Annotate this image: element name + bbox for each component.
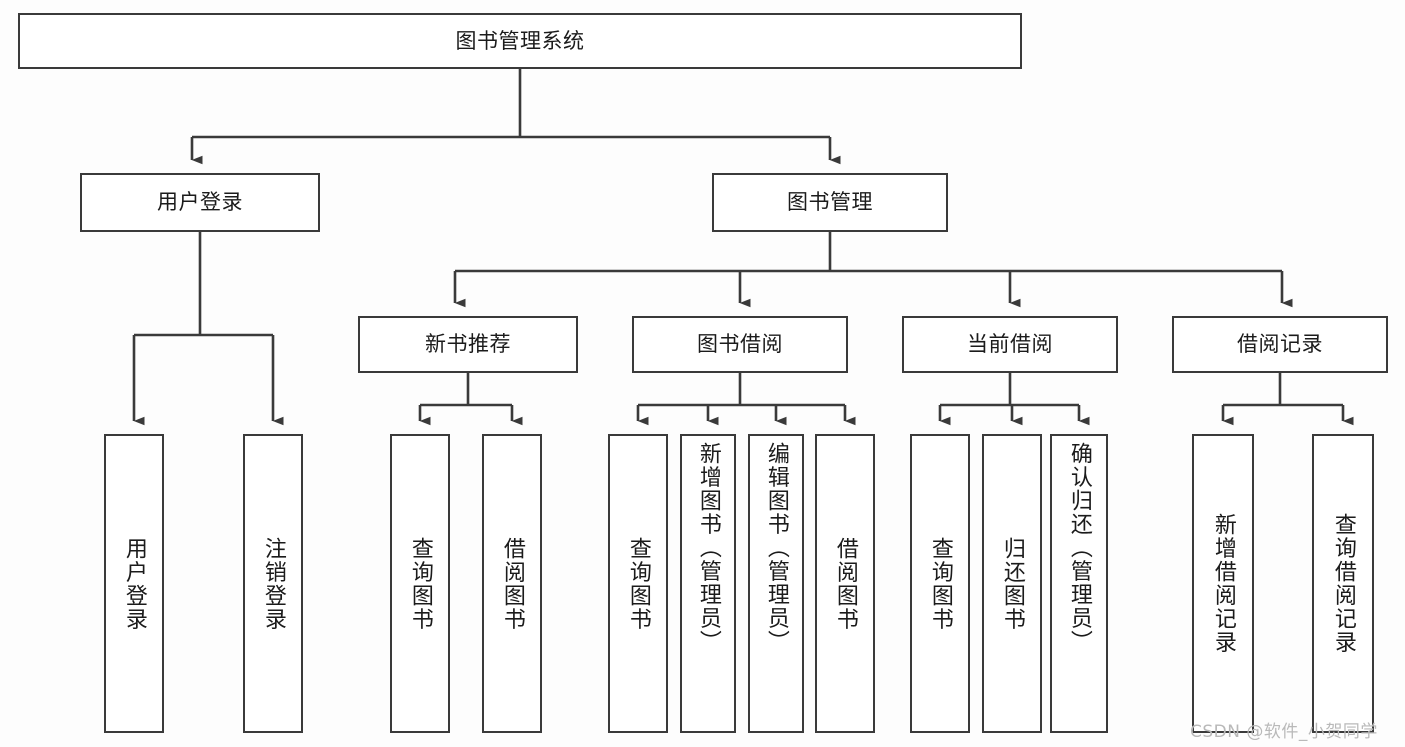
node-new-book-recommend[interactable]: 新书推荐 <box>358 316 578 373</box>
leaf-confirm-return-admin-label: 确认归还（管理员） <box>1066 442 1092 654</box>
node-borrow-record[interactable]: 借阅记录 <box>1172 316 1388 373</box>
node-book-management[interactable]: 图书管理 <box>712 173 948 232</box>
leaf-add-borrow-record-label: 新增借阅记录 <box>1210 513 1236 654</box>
leaf-query-borrow-record[interactable]: 查询借阅记录 <box>1312 434 1374 733</box>
leaf-add-book-admin-label: 新增图书（管理员） <box>695 442 721 654</box>
leaf-recommend-borrow-book[interactable]: 借阅图书 <box>482 434 542 733</box>
leaf-confirm-return-admin[interactable]: 确认归还（管理员） <box>1050 434 1108 733</box>
leaf-return-book-label: 归还图书 <box>999 536 1025 631</box>
leaf-user-login-label: 用户登录 <box>121 536 147 631</box>
node-root[interactable]: 图书管理系统 <box>18 13 1022 69</box>
node-book-borrow-label: 图书借阅 <box>697 332 783 357</box>
node-user-login-label: 用户登录 <box>157 190 243 215</box>
node-new-book-recommend-label: 新书推荐 <box>425 332 511 357</box>
node-user-login[interactable]: 用户登录 <box>80 173 320 232</box>
leaf-borrow-query-book-label: 查询图书 <box>625 536 651 631</box>
leaf-borrow-query-book[interactable]: 查询图书 <box>608 434 668 733</box>
leaf-add-borrow-record[interactable]: 新增借阅记录 <box>1192 434 1254 733</box>
leaf-query-borrow-record-label: 查询借阅记录 <box>1330 513 1356 654</box>
leaf-user-logout-label: 注销登录 <box>260 536 286 631</box>
leaf-recommend-borrow-book-label: 借阅图书 <box>499 536 525 631</box>
leaf-edit-book-admin-label: 编辑图书（管理员） <box>763 442 789 654</box>
node-root-label: 图书管理系统 <box>455 28 585 53</box>
leaf-return-book[interactable]: 归还图书 <box>982 434 1042 733</box>
node-book-management-label: 图书管理 <box>787 190 873 215</box>
leaf-edit-book-admin[interactable]: 编辑图书（管理员） <box>748 434 804 733</box>
leaf-borrow-book[interactable]: 借阅图书 <box>815 434 875 733</box>
leaf-add-book-admin[interactable]: 新增图书（管理员） <box>680 434 736 733</box>
node-book-borrow[interactable]: 图书借阅 <box>632 316 848 373</box>
leaf-current-query-book[interactable]: 查询图书 <box>910 434 970 733</box>
csdn-watermark: CSDN @软件_小贺同学 <box>1190 722 1378 742</box>
leaf-user-logout[interactable]: 注销登录 <box>243 434 303 733</box>
leaf-recommend-query-book-label: 查询图书 <box>407 536 433 631</box>
node-current-borrow-label: 当前借阅 <box>967 332 1053 357</box>
node-current-borrow[interactable]: 当前借阅 <box>902 316 1118 373</box>
leaf-current-query-book-label: 查询图书 <box>927 536 953 631</box>
node-borrow-record-label: 借阅记录 <box>1237 332 1323 357</box>
leaf-user-login[interactable]: 用户登录 <box>104 434 164 733</box>
leaf-recommend-query-book[interactable]: 查询图书 <box>390 434 450 733</box>
leaf-borrow-book-label: 借阅图书 <box>832 536 858 631</box>
